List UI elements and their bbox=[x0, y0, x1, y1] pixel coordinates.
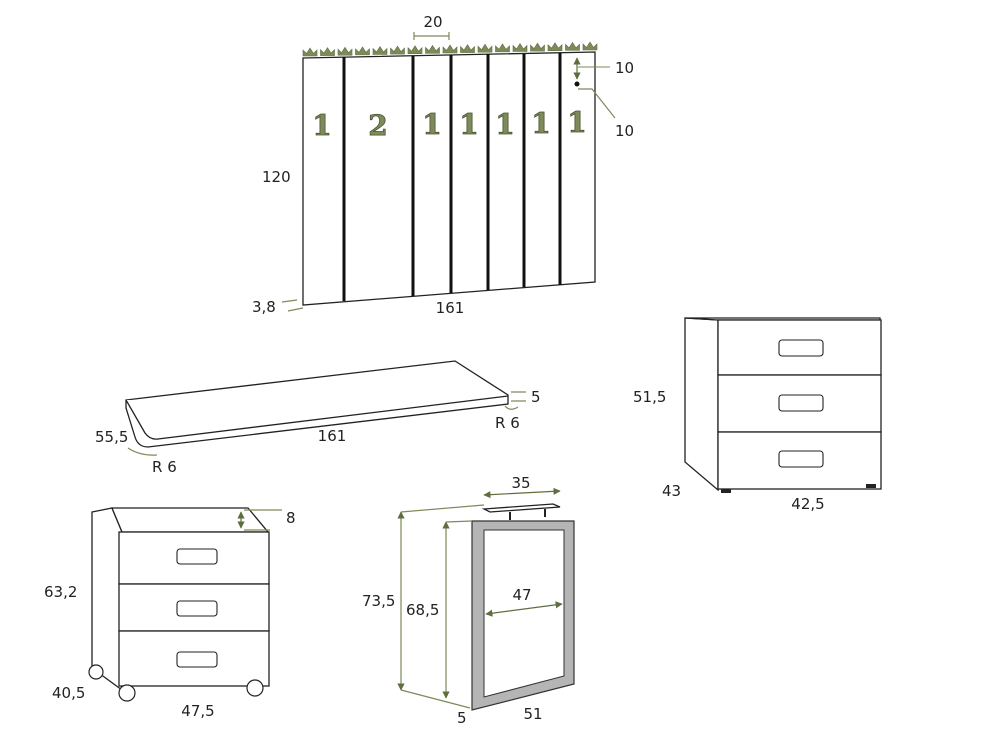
crown-icon bbox=[320, 47, 335, 56]
pedestal-handle-3 bbox=[176, 651, 218, 668]
headboard-thickness-label: 3,8 bbox=[252, 298, 276, 316]
chest-width-label: 42,5 bbox=[791, 495, 824, 513]
pedestal-handle-1 bbox=[176, 548, 218, 565]
headboard: 1 2 1 1 1 1 1 20 10 10 120 3,8 161 bbox=[252, 13, 634, 317]
chest-side bbox=[684, 317, 719, 492]
leg-depth-label: 51 bbox=[523, 705, 542, 723]
crown-spacing-label: 20 bbox=[423, 13, 442, 31]
crown-icon bbox=[425, 44, 440, 54]
pedestal-height-label: 63,2 bbox=[44, 583, 77, 601]
crown-icon bbox=[460, 44, 475, 53]
chest-depth-label: 43 bbox=[662, 482, 681, 500]
leg-inner-width-label: 47 bbox=[512, 586, 531, 604]
crown-row bbox=[302, 41, 598, 57]
panel-label-3: 1 bbox=[422, 108, 441, 141]
crown-icon bbox=[442, 44, 458, 54]
crown-icon bbox=[390, 45, 405, 55]
headboard-height-label: 120 bbox=[262, 168, 291, 186]
crown-icon bbox=[530, 42, 545, 52]
panel-label-2: 2 bbox=[368, 109, 387, 142]
leg-total-height-label: 73,5 bbox=[362, 592, 395, 610]
pedestal: 8 63,2 40,5 47,5 bbox=[44, 507, 296, 720]
crown-icon bbox=[355, 46, 370, 56]
desk-top: 5 R 6 55,5 161 R 6 bbox=[95, 360, 541, 476]
pedestal-side bbox=[91, 507, 123, 692]
panel-label-4: 1 bbox=[459, 108, 478, 141]
leg-top-width-label: 35 bbox=[511, 474, 530, 492]
crown-icon bbox=[477, 43, 493, 53]
panel-label-5: 1 bbox=[495, 108, 514, 141]
headboard-width-label: 161 bbox=[436, 299, 465, 317]
headboard-panel bbox=[302, 51, 596, 306]
panel-label-1: 1 bbox=[312, 109, 331, 142]
pedestal-depth-label: 40,5 bbox=[52, 684, 85, 702]
crown-icon bbox=[372, 45, 388, 55]
desk-depth-label: 55,5 bbox=[95, 428, 128, 446]
pedestal-handle-2 bbox=[176, 600, 218, 617]
crown-icon bbox=[495, 43, 510, 53]
desk-radius-right-label: R 6 bbox=[495, 414, 520, 432]
hole-offset-top-label: 10 bbox=[615, 59, 634, 77]
desk-thickness-label: 5 bbox=[531, 388, 541, 406]
chest: 51,5 43 42,5 bbox=[633, 317, 882, 513]
desk-length-label: 161 bbox=[318, 427, 347, 445]
chest-handle-2 bbox=[778, 394, 824, 412]
chest-handle-1 bbox=[778, 339, 824, 357]
crown-icon bbox=[337, 46, 353, 56]
panel-label-7: 1 bbox=[567, 106, 586, 139]
caster-wheels bbox=[88, 664, 264, 702]
pedestal-top-gap-label: 8 bbox=[286, 509, 296, 527]
crown-icon bbox=[565, 41, 580, 51]
pedestal-width-label: 47,5 bbox=[181, 702, 214, 720]
leg-bar-width-label: 5 bbox=[457, 709, 467, 727]
crown-icon bbox=[407, 45, 423, 55]
crown-icon bbox=[302, 47, 318, 57]
chest-handle-3 bbox=[778, 450, 824, 468]
panel-label-6: 1 bbox=[531, 107, 550, 140]
hole-offset-side-label: 10 bbox=[615, 122, 634, 140]
crown-icon bbox=[547, 42, 563, 52]
table-leg: 35 47 73,5 68,5 5 51 bbox=[362, 474, 575, 727]
chest-height-label: 51,5 bbox=[633, 388, 666, 406]
crown-icon bbox=[512, 42, 528, 52]
panel-grooves bbox=[342, 53, 562, 301]
crown-icon bbox=[582, 41, 598, 51]
leg-frame-height-label: 68,5 bbox=[406, 601, 439, 619]
desk-radius-left-label: R 6 bbox=[152, 458, 177, 476]
